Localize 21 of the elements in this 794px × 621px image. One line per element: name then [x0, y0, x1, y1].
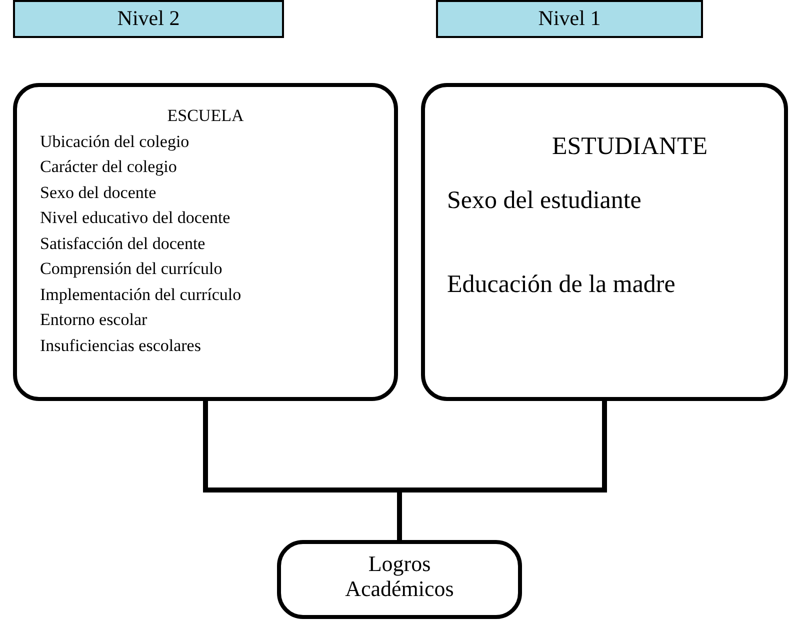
factor-item: Satisfacción del docente	[40, 232, 206, 254]
factor-item: Entorno escolar	[40, 309, 148, 331]
factor-item: Implementación del currículo	[40, 284, 242, 306]
rounded-box	[277, 540, 522, 619]
level-header	[13, 0, 284, 38]
level-label: Nivel 2	[116, 5, 181, 32]
factor-item: Insuficiencias escolares	[40, 334, 202, 356]
rounded-box	[421, 83, 788, 401]
factor-item: Sexo del docente	[40, 182, 158, 204]
level-header	[436, 0, 703, 38]
level-label: Nivel 1	[537, 5, 602, 32]
factor-item: Sexo del estudiante	[447, 187, 642, 215]
factor-item: Carácter del colegio	[40, 156, 178, 178]
box-heading: ESTUDIANTE	[552, 133, 709, 161]
factor-item: Educación de la madre	[447, 271, 676, 299]
factor-item: Nivel educativo del docente	[40, 207, 232, 229]
rounded-box	[13, 83, 398, 401]
outcome-label: Logros Académicos	[344, 551, 455, 601]
factor-item: Ubicación del colegio	[40, 130, 190, 153]
factor-item: Comprensión del currículo	[40, 258, 224, 280]
box-heading: ESCUELA	[166, 105, 245, 127]
